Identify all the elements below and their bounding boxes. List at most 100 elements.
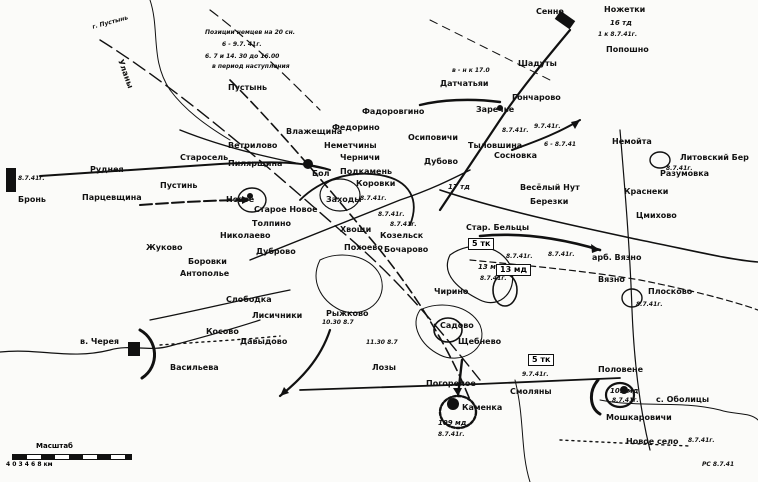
label-pilyarshchina: Пилярщина bbox=[228, 159, 283, 168]
label-pc: РС 8.7.41 bbox=[702, 461, 735, 468]
label-zakhody: Заходы bbox=[326, 195, 362, 204]
town-dot-2 bbox=[447, 398, 459, 410]
label-bocharovo: Бочарово bbox=[384, 245, 429, 254]
label-date11: 11.30 8.7 bbox=[366, 339, 398, 346]
label-vlazhetshchina: Влажещина bbox=[286, 127, 343, 136]
label-kosovo: Косово bbox=[206, 327, 239, 336]
label-nikolaevo: Николаево bbox=[220, 231, 271, 240]
label-unit-109: 109 мд bbox=[610, 387, 639, 395]
unit-box-13md: 13 мд bbox=[496, 264, 531, 276]
label-vasilevo: Васильева bbox=[170, 363, 219, 372]
contour-south bbox=[415, 304, 483, 359]
label-smolyany: Смоляны bbox=[510, 387, 552, 396]
label-zarechye: Заречье bbox=[476, 105, 515, 114]
unit-ring-7 bbox=[649, 151, 671, 169]
label-parshchina: Парцевщина bbox=[82, 193, 142, 202]
label-vesely-nut: Весёлый Нут bbox=[520, 183, 580, 192]
town-dot-5 bbox=[497, 105, 503, 111]
label-date4: 8.7.41г. bbox=[636, 301, 663, 308]
label-nozhetki: Ножетки bbox=[604, 5, 646, 14]
front-line-north bbox=[418, 98, 502, 107]
road-senno bbox=[438, 28, 572, 212]
road-northwest bbox=[179, 129, 331, 171]
label-poposhno: Попошно bbox=[606, 45, 649, 54]
road-northeast bbox=[429, 19, 551, 81]
label-starosele: Старосель bbox=[180, 153, 229, 162]
label-kh: Хвощи bbox=[340, 225, 372, 234]
label-date6: 9.7.41г. bbox=[522, 371, 549, 378]
town-dot-1 bbox=[303, 159, 313, 169]
label-vyazno2: Вязно bbox=[598, 275, 625, 284]
label-unit-13md: 13 мд bbox=[478, 263, 502, 271]
label-rudnya: Руднея bbox=[90, 165, 124, 174]
label-senno: Сенно bbox=[536, 7, 564, 16]
label-pokhoevo: Похоево bbox=[344, 243, 383, 252]
arrow-west bbox=[139, 199, 251, 206]
chereya-block bbox=[128, 342, 140, 356]
arrow-head-2 bbox=[280, 387, 289, 396]
label-shchadrovo: Шадуты bbox=[518, 59, 557, 68]
label-pustyn: Пустынь bbox=[228, 83, 268, 92]
label-unit-17td: 17 тд bbox=[448, 183, 470, 191]
label-nemetchiny: Неметчины bbox=[324, 141, 377, 150]
unit-arc-chereya bbox=[138, 328, 156, 380]
label-kozelsk: Козельск bbox=[380, 231, 424, 240]
road-east bbox=[439, 189, 758, 263]
arrow-southwest bbox=[278, 328, 332, 398]
label-osipovo: Осиповичи bbox=[408, 133, 458, 142]
label-date3: 8.7.41г. bbox=[666, 165, 693, 172]
unit-box-5tk-2: 5 тк bbox=[528, 354, 555, 366]
label-fedorovo2: Федорино bbox=[332, 123, 380, 132]
label-mogoily: Мошкаровичи bbox=[606, 413, 672, 422]
label-unit-6-8: 6 - 8.7.41 bbox=[544, 141, 577, 148]
unit-ring-4 bbox=[319, 178, 361, 212]
arrow-head-5 bbox=[571, 120, 580, 129]
label-sosnovka: Сосновка bbox=[494, 151, 538, 160]
label-razumovo: Разумовка bbox=[660, 169, 710, 178]
scale-ticks: 4 0 3 4 6 8 км bbox=[6, 461, 53, 468]
unit-ring-5 bbox=[433, 317, 463, 343]
label-korovki: Коровки bbox=[356, 179, 396, 188]
arrow-head-3 bbox=[453, 388, 462, 396]
label-litovskiy-ber: Литовский Бер bbox=[680, 153, 749, 162]
arrow-head-1 bbox=[242, 196, 250, 204]
label-dubrovo: Дуброво bbox=[256, 247, 296, 256]
unit-ring-1 bbox=[604, 381, 636, 409]
label-date15: 8.7.41г. bbox=[438, 431, 465, 438]
unit-ring-8 bbox=[621, 288, 643, 308]
label-datchino: Датчатьяи bbox=[440, 79, 489, 88]
senno-block bbox=[554, 10, 576, 30]
scale-bar bbox=[12, 454, 132, 460]
label-nemoyta: Немойта bbox=[612, 137, 652, 146]
label-date7: 8.7.41г. bbox=[480, 275, 507, 282]
label-tyvs: Тыловшина bbox=[468, 141, 523, 150]
label-date16: 1 к 8.7.41г. bbox=[598, 31, 638, 38]
label-novoye-s: Новое село bbox=[626, 437, 679, 446]
label-berezhki: Березки bbox=[530, 197, 569, 206]
label-unit16: 16 тд bbox=[610, 19, 632, 27]
label-star-beltsy: Стар. Бельцы bbox=[466, 223, 530, 232]
label-ploskovo: Плосково bbox=[648, 287, 693, 296]
label-bron: Бронь bbox=[18, 195, 46, 204]
label-pustin2: Пустинь bbox=[160, 181, 198, 190]
label-date13: 8.7.41г. bbox=[612, 397, 639, 404]
contour-mid bbox=[315, 254, 383, 314]
label-dubovo: Дубово bbox=[424, 157, 458, 166]
label-date2: 8.7.41г. bbox=[18, 175, 45, 182]
label-lisichki: Лисичники bbox=[252, 311, 303, 320]
road-south bbox=[299, 377, 621, 391]
road-west bbox=[39, 161, 331, 177]
label-chereya: в. Черея bbox=[80, 337, 120, 346]
label-krasniki: Краснеки bbox=[624, 187, 669, 196]
road-kosovo bbox=[149, 289, 291, 321]
town-dot-4 bbox=[247, 193, 253, 199]
unit-arc-obolitsy bbox=[590, 378, 602, 416]
label-ryzhkovo: Рыжково bbox=[326, 309, 369, 318]
label-unit-109b: 109 мд bbox=[438, 419, 467, 427]
label-pod-kamen: Подкамень bbox=[340, 167, 393, 176]
rail-line bbox=[619, 129, 651, 451]
label-sloboda: Слободка bbox=[226, 295, 272, 304]
label-date1: 9.7.41г. bbox=[534, 123, 561, 130]
arrow-east bbox=[478, 233, 602, 252]
